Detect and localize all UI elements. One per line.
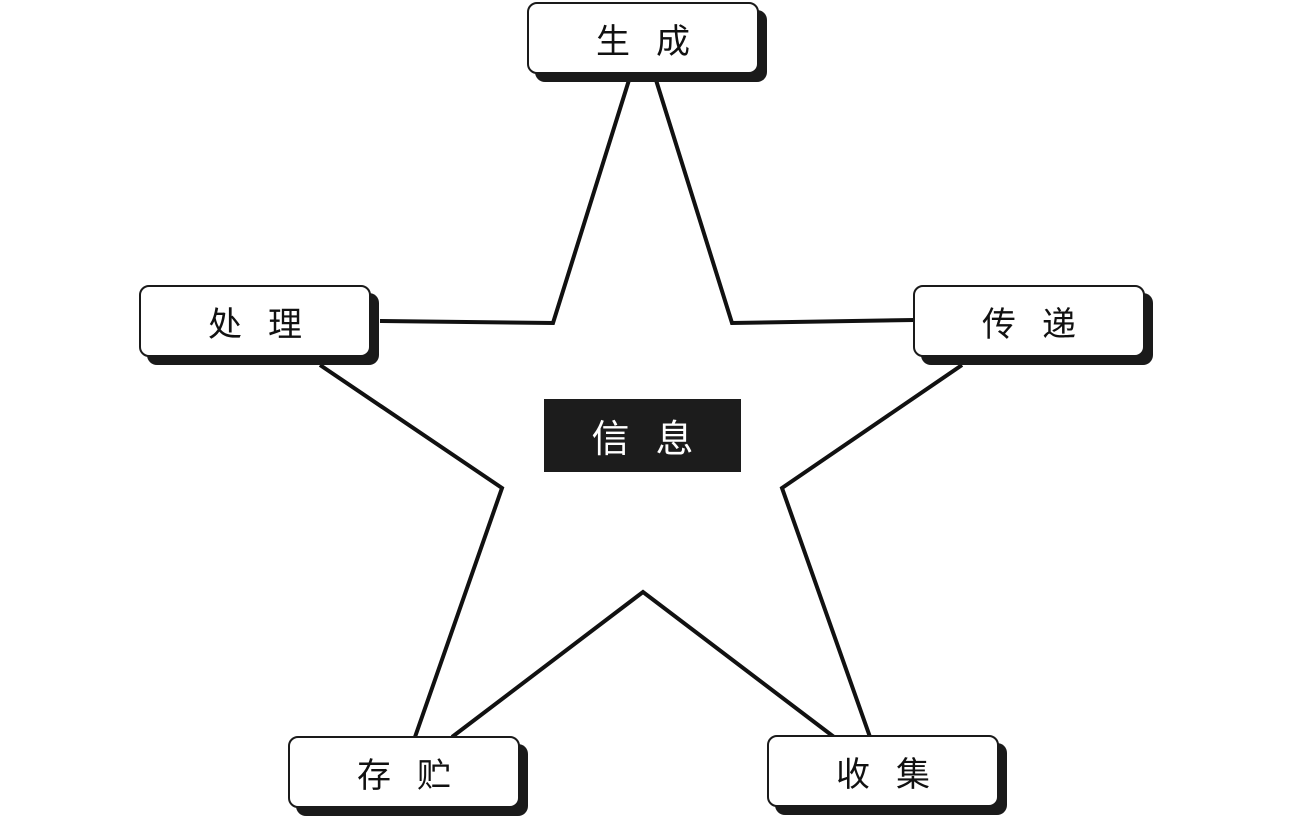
- node-generate: 生成: [527, 2, 767, 82]
- star-edge: [318, 363, 505, 738]
- node-store: 存贮: [288, 736, 528, 816]
- node-process-label: 处理: [139, 285, 371, 357]
- node-collect: 收集: [767, 735, 1007, 815]
- node-process: 处理: [139, 285, 379, 365]
- star-edge: [450, 589, 836, 739]
- node-generate-label: 生成: [527, 2, 759, 74]
- node-collect-label: 收集: [767, 735, 999, 807]
- star-edge: [779, 363, 964, 738]
- node-transmit-label: 传递: [913, 285, 1145, 357]
- node-store-label: 存贮: [288, 736, 520, 808]
- star-edge: [379, 79, 631, 326]
- star-edge: [654, 79, 915, 326]
- node-transmit: 传递: [913, 285, 1153, 365]
- center-label-box: 信息: [544, 399, 741, 472]
